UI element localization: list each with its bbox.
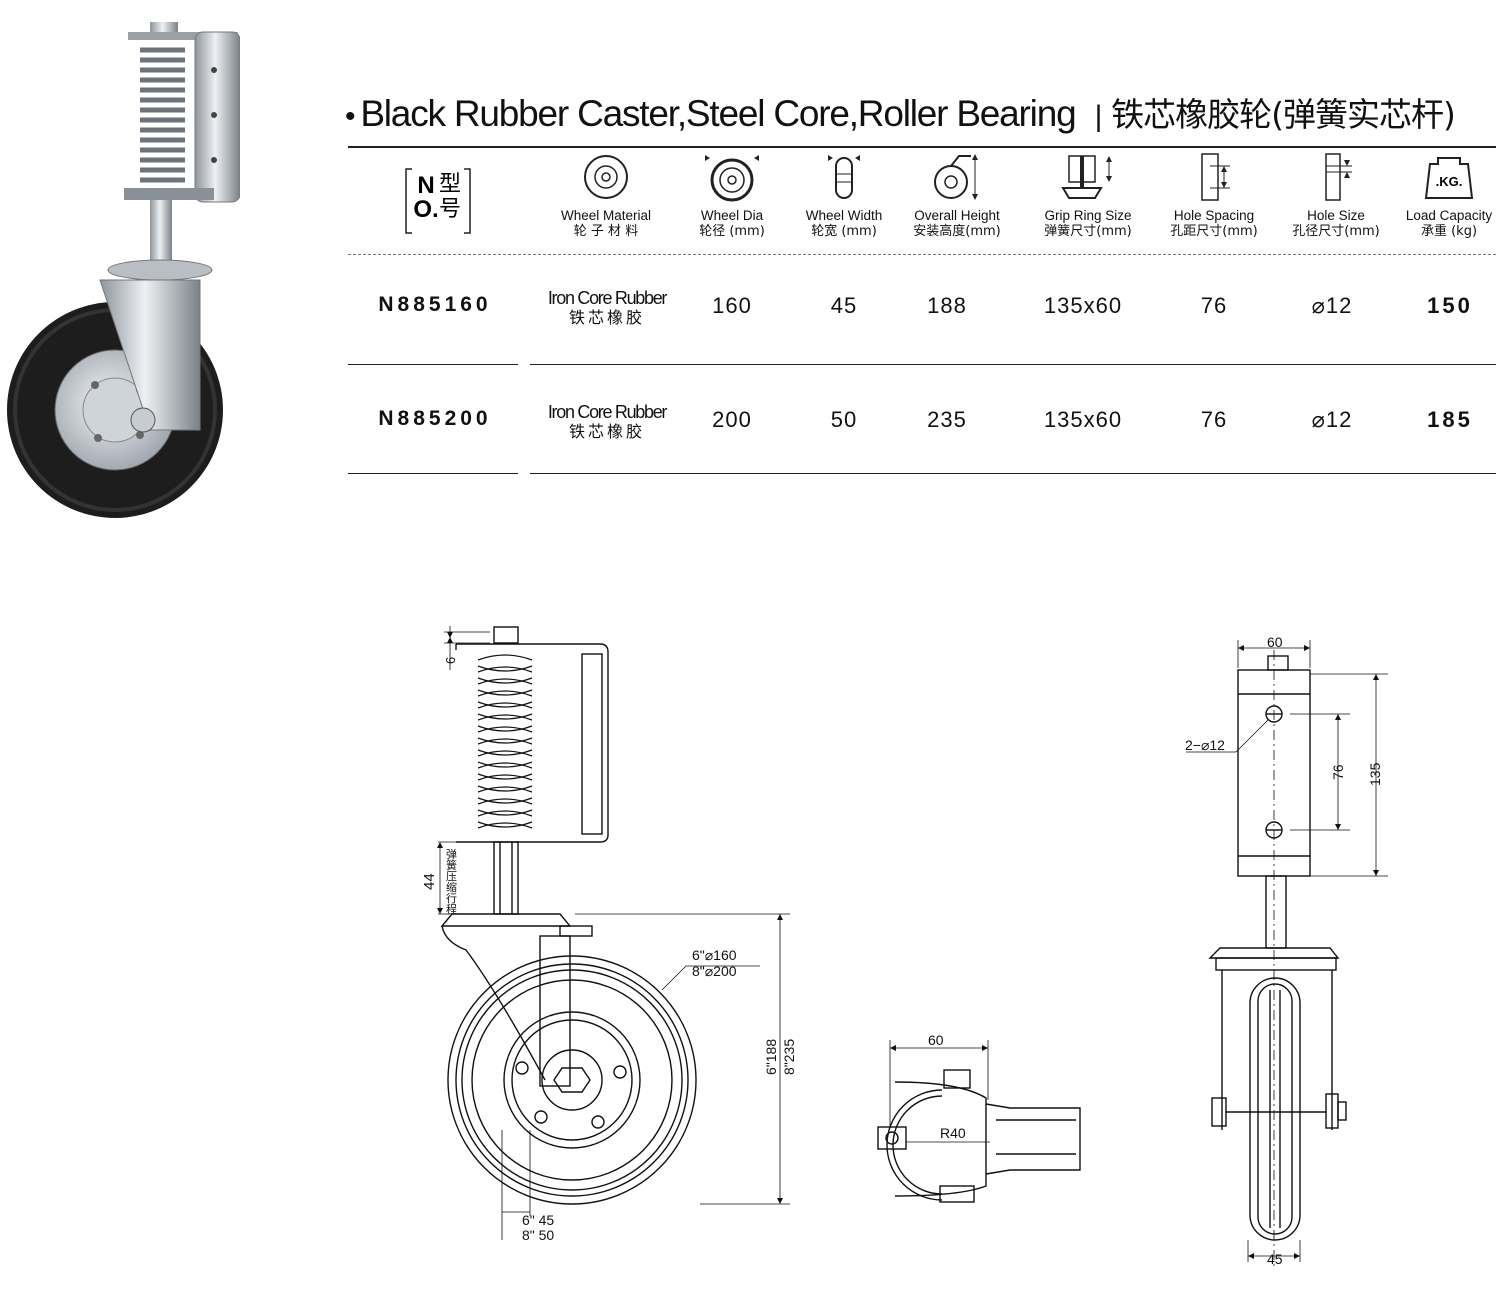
- row1-divider-a: [348, 364, 518, 365]
- dim-135: 135: [1367, 762, 1383, 786]
- svg-text:O.: O.: [413, 196, 438, 223]
- row2-width: 50: [830, 407, 858, 432]
- svg-text:.KG.: .KG.: [1436, 174, 1463, 189]
- title-english: Black Rubber Caster,Steel Core,Roller Be…: [360, 93, 1076, 134]
- spring-travel-6: 程: [446, 903, 457, 916]
- row2-hole: ⌀12: [1311, 407, 1353, 432]
- row1-material-zh: 铁芯橡胶: [568, 308, 645, 327]
- col-header-spacing: Hole Spacing 孔距尺寸(mm): [1160, 152, 1268, 240]
- row2-material-zh: 铁芯橡胶: [568, 422, 645, 441]
- overall-height-icon: [934, 154, 978, 200]
- svg-text:型: 型: [438, 172, 460, 197]
- wheel-dia-icon: [705, 155, 759, 202]
- row1-dia: 160: [712, 293, 752, 318]
- row2-spacing: 76: [1200, 407, 1228, 432]
- col-hole-en: Hole Size: [1307, 208, 1365, 223]
- row2-dia: 200: [712, 407, 752, 432]
- row2-grip: 135x60: [1043, 407, 1123, 432]
- col-header-dia: Wheel Dia 轮径 (mm): [684, 152, 780, 240]
- col-dia-zh: 轮径 (mm): [699, 224, 765, 239]
- wheel-material-icon: [584, 155, 628, 199]
- spring-travel-1: 弹: [446, 847, 457, 861]
- dim-width-6: 6" 45: [522, 1212, 554, 1228]
- col-load-en: Load Capacity: [1405, 208, 1493, 223]
- bullet: •: [345, 100, 356, 133]
- no-icon: N O. 型 号: [404, 168, 471, 234]
- title-separator: |: [1094, 100, 1103, 133]
- hole-spacing-icon: [1201, 153, 1230, 201]
- row2-material: Iron Core Rubber 铁芯橡胶: [532, 402, 682, 442]
- col-header-load: .KG. Load Capacity 承重 (kg): [1398, 152, 1500, 240]
- title-chinese: 铁芯橡胶轮(弹簧实芯杆): [1111, 95, 1456, 134]
- hole-size-icon: [1325, 153, 1352, 201]
- col-dia-en: Wheel Dia: [700, 208, 764, 223]
- col-spacing-zh: 孔距尺寸(mm): [1170, 224, 1258, 239]
- dim-height-6: 6"188: [763, 1039, 779, 1075]
- col-spacing-en: Hole Spacing: [1173, 208, 1255, 223]
- spring-travel-5: 行: [446, 892, 457, 905]
- product-photo: [7, 22, 240, 518]
- row2-model: N885200: [378, 407, 492, 430]
- col-width-zh: 轮宽 (mm): [811, 224, 877, 239]
- row1-divider-b: [530, 364, 1496, 365]
- dim-r40: R40: [940, 1125, 966, 1141]
- row2-divider-a: [348, 473, 518, 474]
- row1-material: Iron Core Rubber 铁芯橡胶: [532, 288, 682, 328]
- svg-text:号: 号: [438, 197, 460, 222]
- dim-width-8: 8" 50: [522, 1227, 554, 1243]
- row1-model: N885160: [378, 293, 492, 316]
- spring-travel-3: 压: [446, 870, 457, 883]
- col-hole-zh: 孔径尺寸(mm): [1292, 224, 1380, 239]
- col-height-en: Overall Height: [914, 208, 1000, 223]
- col-material-zh: 轮 子 材 料: [573, 224, 639, 239]
- col-load-zh: 承重 (kg): [1420, 224, 1478, 239]
- dim-dia-6: 6"⌀160: [692, 947, 737, 963]
- col-height-zh: 安装高度(mm): [913, 224, 1001, 239]
- row2-height: 235: [927, 407, 967, 432]
- dim-height-8: 8"235: [781, 1039, 797, 1075]
- row1-load: 150: [1427, 293, 1473, 318]
- row1-hole: ⌀12: [1311, 293, 1353, 318]
- row2-material-en: Iron Core Rubber: [547, 402, 668, 422]
- dim-top-60: 60: [928, 1032, 944, 1048]
- col-header-grip: Grip Ring Size 弹簧尺寸(mm): [1030, 152, 1146, 240]
- dim-44: 44: [421, 873, 438, 890]
- row1-spacing: 76: [1200, 293, 1228, 318]
- col-header-material: Wheel Material 轮 子 材 料: [548, 152, 664, 240]
- page-title: •Black Rubber Caster,Steel Core,Roller B…: [345, 88, 1456, 136]
- spring-travel-4: 缩: [446, 881, 457, 894]
- row2-load: 185: [1427, 407, 1473, 432]
- svg-text:N: N: [417, 172, 434, 199]
- dim-45: 45: [1267, 1251, 1283, 1267]
- weight-icon: .KG.: [1424, 157, 1474, 199]
- row1-material-en: Iron Core Rubber: [547, 288, 668, 308]
- dim-6: 6: [443, 657, 458, 664]
- row1-height: 188: [927, 293, 967, 318]
- row1-width: 45: [830, 293, 858, 318]
- col-header-width: Wheel Width 轮宽 (mm): [796, 152, 892, 240]
- grip-ring-icon: [1061, 155, 1112, 199]
- row1-grip: 135x60: [1043, 293, 1123, 318]
- header-top-rule: [348, 146, 1496, 148]
- col-grip-en: Grip Ring Size: [1044, 208, 1132, 223]
- col-material-en: Wheel Material: [560, 208, 652, 223]
- dim-76: 76: [1330, 764, 1346, 780]
- col-header-no: N O. 型 号: [395, 163, 480, 245]
- header-bottom-rule: [348, 254, 1496, 255]
- col-width-en: Wheel Width: [805, 208, 883, 223]
- row2-divider-b: [530, 473, 1496, 474]
- col-header-height: Overall Height 安装高度(mm): [904, 152, 1010, 240]
- dim-holes: 2−⌀12: [1185, 737, 1225, 753]
- wheel-width-icon: [828, 155, 860, 199]
- dim-side-60: 60: [1267, 634, 1283, 650]
- col-grip-zh: 弹簧尺寸(mm): [1044, 224, 1132, 239]
- dim-dia-8: 8"⌀200: [692, 963, 737, 979]
- col-header-hole: Hole Size 孔径尺寸(mm): [1286, 152, 1386, 240]
- spring-travel-2: 簧: [446, 858, 457, 872]
